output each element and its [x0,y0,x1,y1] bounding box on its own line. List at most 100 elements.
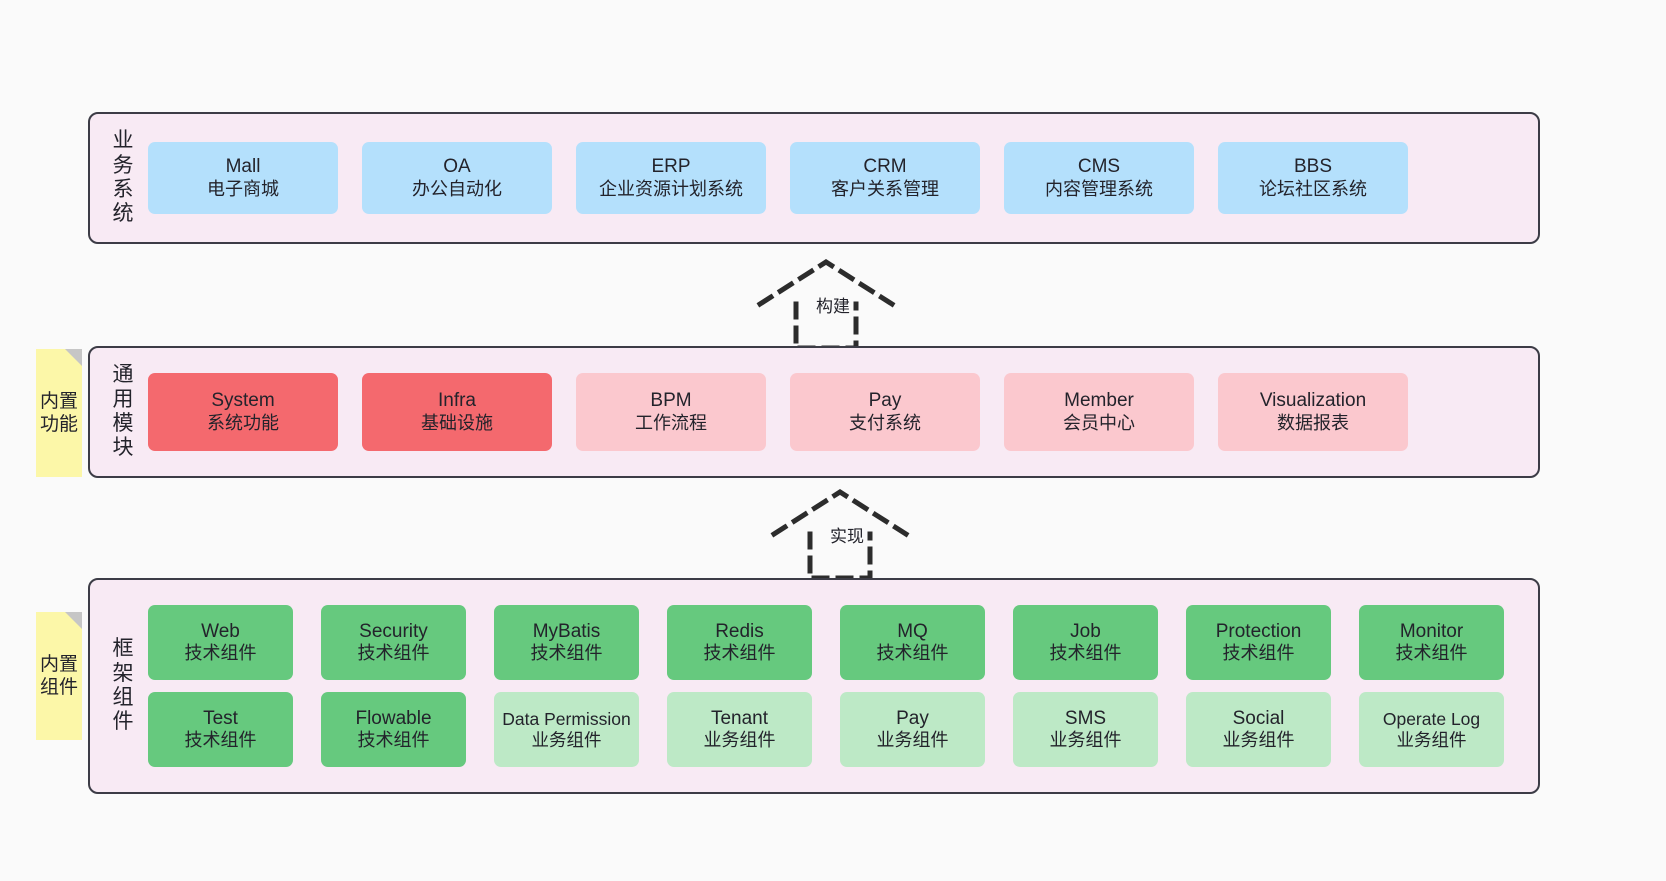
node-member-cn: 会员中心 [1063,412,1135,433]
node-protection[interactable]: Protection 技术组件 [1186,605,1331,680]
node-erp-cn: 企业资源计划系统 [599,178,743,199]
node-job-en: Job [1070,620,1101,642]
sticky-note-builtin-features-label: 内置功能 [39,391,78,435]
layer-framework-components: 框架组件 Web 技术组件 Security 技术组件 MyBatis 技术组件… [88,578,1540,794]
node-monitor[interactable]: Monitor 技术组件 [1359,605,1504,680]
node-data-permission-cn: 业务组件 [531,729,602,750]
node-operate-log-en: Operate Log [1382,709,1481,730]
node-infra[interactable]: Infra 基础设施 [362,373,552,451]
node-job-cn: 技术组件 [1049,643,1122,664]
layer-business-systems: 业务系统 Mall 电子商城 OA 办公自动化 ERP 企业资源计划系统 CRM… [88,112,1540,244]
node-pay-component-en: Pay [896,707,929,729]
node-visualization[interactable]: Visualization 数据报表 [1218,373,1408,451]
node-security-en: Security [359,620,428,642]
node-system-cn: 系统功能 [207,412,279,433]
node-web[interactable]: Web 技术组件 [148,605,293,680]
node-protection-en: Protection [1215,620,1302,642]
node-erp-en: ERP [651,156,691,178]
node-crm-cn: 客户关系管理 [831,178,939,199]
layer-business-title: 业务系统 [112,129,134,226]
node-bbs[interactable]: BBS 论坛社区系统 [1218,142,1408,214]
layer-framework-items: Web 技术组件 Security 技术组件 MyBatis 技术组件 Redi… [142,580,1538,792]
sticky-note-builtin-features: 内置功能 [36,349,82,477]
node-system[interactable]: System 系统功能 [148,373,338,451]
node-security-cn: 技术组件 [357,643,430,664]
node-mq-cn: 技术组件 [876,643,949,664]
node-protection-cn: 技术组件 [1222,643,1295,664]
node-test-en: Test [203,707,238,729]
node-sms-en: SMS [1064,707,1107,729]
node-pay-module[interactable]: Pay 支付系统 [790,373,980,451]
node-tenant-cn: 业务组件 [703,730,776,751]
node-pay-component-cn: 业务组件 [876,730,949,751]
layer-modules-title: 通用模块 [112,363,134,460]
node-member-en: Member [1064,390,1134,412]
node-bpm-en: BPM [650,390,692,412]
node-monitor-en: Monitor [1399,620,1464,642]
framework-row-business: Test 技术组件 Flowable 技术组件 Data Permission … [148,692,1524,767]
node-cms-cn: 内容管理系统 [1045,178,1153,199]
node-mybatis-en: MyBatis [532,620,601,642]
node-bpm-cn: 工作流程 [635,412,707,433]
framework-row-technical: Web 技术组件 Security 技术组件 MyBatis 技术组件 Redi… [148,605,1524,680]
node-visualization-en: Visualization [1259,390,1367,412]
node-bbs-en: BBS [1293,156,1333,178]
node-mall[interactable]: Mall 电子商城 [148,142,338,214]
node-member[interactable]: Member 会员中心 [1004,373,1194,451]
node-redis-cn: 技术组件 [703,643,776,664]
node-test-cn: 技术组件 [184,730,257,751]
node-social[interactable]: Social 业务组件 [1186,692,1331,767]
node-mall-en: Mall [225,156,261,178]
node-redis-en: Redis [715,620,764,642]
node-test[interactable]: Test 技术组件 [148,692,293,767]
node-operate-log[interactable]: Operate Log 业务组件 [1359,692,1504,767]
node-infra-cn: 基础设施 [421,412,493,433]
node-flowable-cn: 技术组件 [357,730,430,751]
node-visualization-cn: 数据报表 [1277,412,1349,433]
node-flowable-en: Flowable [355,707,432,729]
sticky-note-builtin-components: 内置组件 [36,612,82,740]
node-web-en: Web [201,620,240,642]
node-redis[interactable]: Redis 技术组件 [667,605,812,680]
node-mall-cn: 电子商城 [207,178,279,199]
node-bbs-cn: 论坛社区系统 [1259,178,1367,199]
layer-common-modules: 通用模块 System 系统功能 Infra 基础设施 BPM 工作流程 Pay… [88,346,1540,478]
node-data-permission[interactable]: Data Permission 业务组件 [494,692,639,767]
node-monitor-cn: 技术组件 [1395,643,1468,664]
connector-implement-label: 实现 [828,522,866,547]
node-cms[interactable]: CMS 内容管理系统 [1004,142,1194,214]
node-sms[interactable]: SMS 业务组件 [1013,692,1158,767]
layer-business-items: Mall 电子商城 OA 办公自动化 ERP 企业资源计划系统 CRM 客户关系… [142,114,1538,242]
node-data-permission-en: Data Permission [502,709,631,730]
node-mq[interactable]: MQ 技术组件 [840,605,985,680]
node-oa[interactable]: OA 办公自动化 [362,142,552,214]
node-erp[interactable]: ERP 企业资源计划系统 [576,142,766,214]
node-social-en: Social [1232,707,1285,729]
node-security[interactable]: Security 技术组件 [321,605,466,680]
node-web-cn: 技术组件 [184,643,257,664]
node-operate-log-cn: 业务组件 [1396,729,1467,750]
connector-build: 构建 [752,258,932,351]
layer-modules-items: System 系统功能 Infra 基础设施 BPM 工作流程 Pay 支付系统… [142,348,1538,476]
node-tenant[interactable]: Tenant 业务组件 [667,692,812,767]
node-job[interactable]: Job 技术组件 [1013,605,1158,680]
node-pay-module-en: Pay [868,390,902,412]
node-pay-module-cn: 支付系统 [849,412,921,433]
node-crm[interactable]: CRM 客户关系管理 [790,142,980,214]
node-social-cn: 业务组件 [1222,730,1295,751]
layer-framework-title: 框架组件 [112,637,134,734]
node-mq-en: MQ [897,620,928,642]
connector-implement: 实现 [766,488,946,581]
node-mybatis[interactable]: MyBatis 技术组件 [494,605,639,680]
node-flowable[interactable]: Flowable 技术组件 [321,692,466,767]
node-oa-cn: 办公自动化 [412,178,502,199]
node-bpm[interactable]: BPM 工作流程 [576,373,766,451]
node-tenant-en: Tenant [710,707,769,729]
node-sms-cn: 业务组件 [1049,730,1122,751]
node-system-en: System [211,390,275,412]
node-crm-en: CRM [863,156,907,178]
sticky-note-builtin-components-label: 内置组件 [39,654,78,698]
node-pay-component[interactable]: Pay 业务组件 [840,692,985,767]
node-cms-en: CMS [1077,156,1121,178]
